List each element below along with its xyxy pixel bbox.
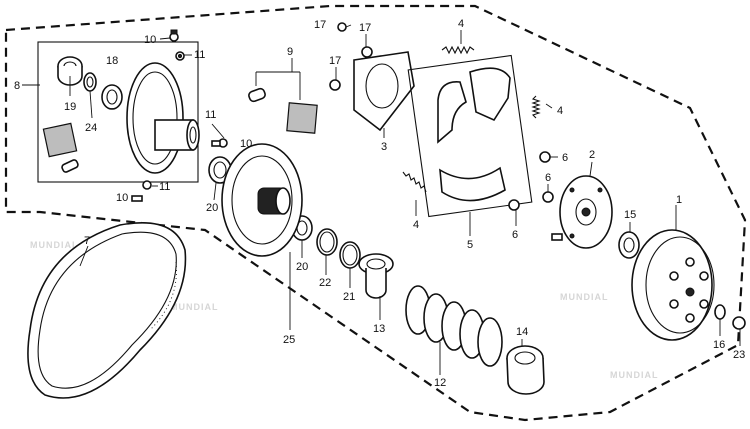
callout-19: 19	[64, 101, 76, 113]
ring-15	[618, 231, 640, 259]
callout-18: 18	[106, 55, 118, 67]
callout-22: 22	[319, 277, 331, 289]
bush-14	[506, 345, 545, 395]
nut-6b	[542, 191, 554, 203]
drive-face-subbox	[37, 41, 199, 183]
nut-17a	[337, 22, 347, 32]
callout-1: 1	[676, 194, 682, 206]
nut-6c	[508, 199, 520, 211]
callout-9: 9	[287, 46, 293, 58]
watermark-3: MUNDIAL	[560, 292, 609, 302]
watermark-1: MUNDIAL	[30, 240, 79, 250]
callout-17c: 17	[329, 55, 341, 67]
callout-15: 15	[624, 209, 636, 221]
callout-20a: 20	[206, 202, 218, 214]
spring-12	[405, 285, 503, 367]
nut-17b	[361, 46, 373, 58]
callout-21: 21	[343, 291, 355, 303]
callout-4b: 4	[557, 105, 563, 117]
slide-pieces	[248, 71, 318, 134]
callout-25: 25	[283, 334, 295, 346]
callout-24: 24	[85, 122, 97, 134]
nut-17c	[329, 79, 341, 91]
nut-23	[732, 316, 746, 330]
callout-4c: 4	[413, 219, 419, 231]
callout-23: 23	[733, 349, 745, 361]
leader-lines	[22, 24, 741, 375]
assembly-outline	[4, 4, 747, 422]
callout-labels: 1 2 3 4 4 4 5 6 6 6 7 8 9 10 10 10 11 11…	[14, 18, 745, 389]
springs-4	[402, 45, 541, 193]
bolts-top	[131, 29, 228, 202]
clutch-plate-2	[551, 175, 613, 249]
watermark-4: MUNDIAL	[610, 370, 659, 380]
clutch-outer-1	[631, 229, 715, 341]
watermark-2: MUNDIAL	[170, 302, 219, 312]
watermarks: MUNDIAL MUNDIAL MUNDIAL MUNDIAL	[30, 240, 659, 380]
callout-17b: 17	[359, 22, 371, 34]
clutch-shoes	[437, 67, 511, 202]
callout-11c: 11	[159, 181, 170, 193]
callout-20b: 20	[296, 261, 308, 273]
movable-drive-face	[42, 56, 200, 174]
shoe-subbox	[407, 54, 533, 218]
callout-6b: 6	[545, 172, 551, 184]
callout-12: 12	[434, 377, 446, 389]
callout-16: 16	[713, 339, 725, 351]
callout-10c: 10	[116, 192, 128, 204]
callout-10b: 10	[240, 138, 252, 150]
ramp-plate	[221, 143, 303, 257]
callout-4a: 4	[458, 18, 464, 30]
callout-8: 8	[14, 80, 20, 92]
nut-6a	[539, 151, 551, 163]
plate-3	[353, 51, 415, 132]
callout-10a: 10	[144, 34, 156, 46]
callout-13: 13	[373, 323, 385, 335]
callout-3: 3	[381, 141, 387, 153]
callout-17a: 17	[314, 19, 326, 31]
callout-2: 2	[589, 149, 595, 161]
callout-5: 5	[467, 239, 473, 251]
callout-6a: 6	[562, 152, 568, 164]
callout-7: 7	[84, 235, 90, 247]
callout-11b: 11	[205, 109, 216, 121]
callout-6c: 6	[512, 229, 518, 241]
callout-11a: 11	[194, 49, 205, 61]
collar-13	[358, 253, 394, 299]
washer-16	[714, 304, 726, 320]
v-belt-7	[27, 222, 187, 399]
callout-14: 14	[516, 326, 528, 338]
